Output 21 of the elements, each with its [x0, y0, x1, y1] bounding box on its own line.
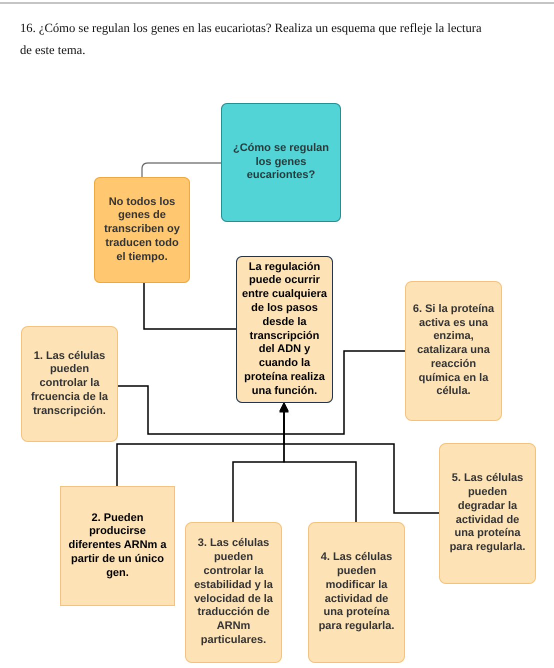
process-box: [185, 522, 282, 663]
process-box: [439, 443, 536, 584]
box-label: 5. Las células pueden degradar la actividad de una proteína para regularla.: [448, 472, 526, 555]
box-label: 6. Si la proteína activa es una enzima, catalizara una reacción química en la célula.: [412, 302, 496, 400]
box-label: 4. Las células pueden modificar la actividad de una proteína para regularla.: [318, 551, 396, 634]
process-box: [21, 326, 118, 442]
box-label: 1. Las células pueden controlar la frcuencia de la transcripción.: [30, 350, 110, 418]
process-box: [405, 281, 502, 421]
process-box: [60, 486, 175, 606]
process-box: [94, 177, 190, 283]
box-label: 2. Pueden producirse diferentes ARNm a partir de un único gen.: [67, 512, 168, 580]
question-text: 16. ¿Cómo se regulan los genes en las eucariotas? Realiza un esquema que refleje la lectura de este tema.: [20, 20, 483, 59]
box-label: 3. Las células pueden controlar la estabilidad y la velocidad de la traducción de ARNm particulares.: [193, 537, 274, 648]
process-box: [308, 522, 405, 663]
box-label: La regulación puede ocurrir entre cualquiera de los pasos desde la transcripción del ADN y cuando la proteína realiza una función.: [241, 260, 328, 398]
box-label: ¿Cómo se regulan los genes eucariontes?: [232, 142, 330, 184]
connector-line: [143, 283, 236, 330]
box-label: No todos los genes de transcriben oy traducen todo el tiempo.: [103, 196, 181, 264]
arrow: [279, 350, 405, 435]
question-box: [221, 103, 341, 222]
connector-line: [141, 162, 221, 177]
